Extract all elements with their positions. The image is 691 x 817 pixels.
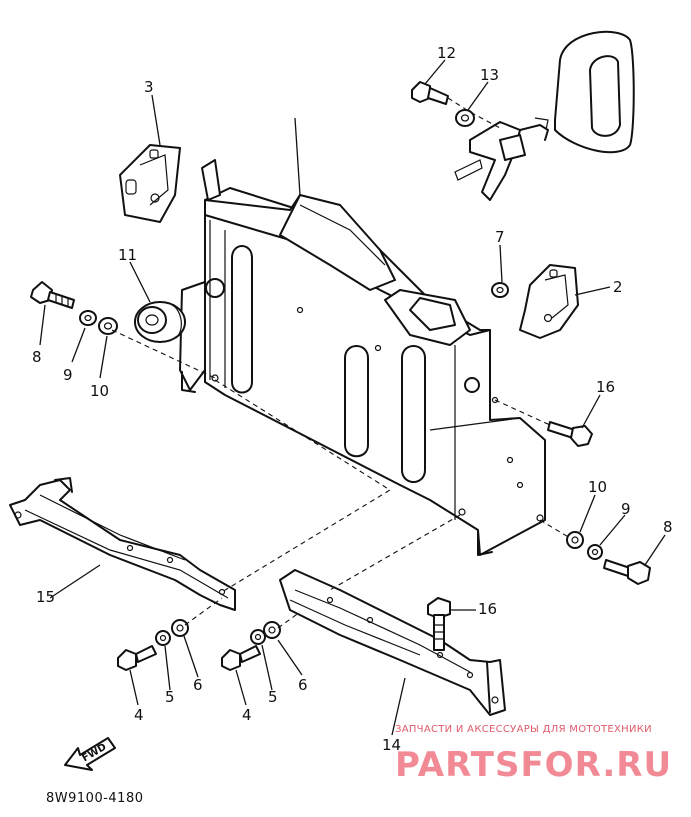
part-2-bracket xyxy=(491,264,579,339)
fwd-arrow: FWD xyxy=(64,737,116,771)
part-11-rubber-mount xyxy=(134,301,186,343)
grab-handle xyxy=(454,30,635,201)
callout-13: 13 xyxy=(480,66,499,84)
callout-2: 2 xyxy=(613,278,623,296)
left-bolt-set xyxy=(30,281,118,335)
part-15-rail xyxy=(9,477,236,611)
leader-lines xyxy=(39,59,666,736)
callout-4-mid: 4 xyxy=(242,706,252,724)
watermark-brand: PARTSFOR.RU xyxy=(395,745,672,785)
callout-14: 14 xyxy=(382,736,401,754)
part-16-bolt-right xyxy=(547,421,593,447)
top-bolt-set xyxy=(411,81,475,127)
right-bolt-set xyxy=(566,531,651,585)
callout-9-right: 9 xyxy=(621,500,631,518)
callout-10-left: 10 xyxy=(90,382,109,400)
callout-4-left: 4 xyxy=(134,706,144,724)
main-frame xyxy=(179,159,546,556)
callout-15: 15 xyxy=(36,588,55,606)
watermark: ЗАПЧАСТИ И АКСЕССУАРЫ ДЛЯ МОТОТЕХНИКИ PA… xyxy=(395,724,672,785)
callout-5-left: 5 xyxy=(165,688,175,706)
callout-16-lower: 16 xyxy=(478,600,497,618)
callout-9-left: 9 xyxy=(63,366,73,384)
lower-mid-bolt-set xyxy=(221,621,281,671)
callout-16-right: 16 xyxy=(596,378,615,396)
callout-8-left: 8 xyxy=(32,348,42,366)
watermark-tagline: ЗАПЧАСТИ И АКСЕССУАРЫ ДЛЯ МОТОТЕХНИКИ xyxy=(395,724,652,735)
callout-3: 3 xyxy=(144,78,154,96)
callout-numbers: 3 11 8 9 10 12 13 7 2 16 10 9 8 15 16 4 … xyxy=(32,44,673,754)
part-14-rail xyxy=(279,569,506,716)
callout-5-mid: 5 xyxy=(268,688,278,706)
callout-10-right: 10 xyxy=(588,478,607,496)
diagram-code: 8W9100-4180 xyxy=(46,791,143,806)
callout-8-right: 8 xyxy=(663,518,673,536)
callout-7: 7 xyxy=(495,228,505,246)
callout-12: 12 xyxy=(437,44,456,62)
assembly-lines xyxy=(111,97,571,629)
callout-6-mid: 6 xyxy=(298,676,308,694)
callout-6-left: 6 xyxy=(193,676,203,694)
lower-left-bolt-set xyxy=(117,619,189,671)
part-3-bracket xyxy=(119,144,181,223)
callout-11: 11 xyxy=(118,246,137,264)
